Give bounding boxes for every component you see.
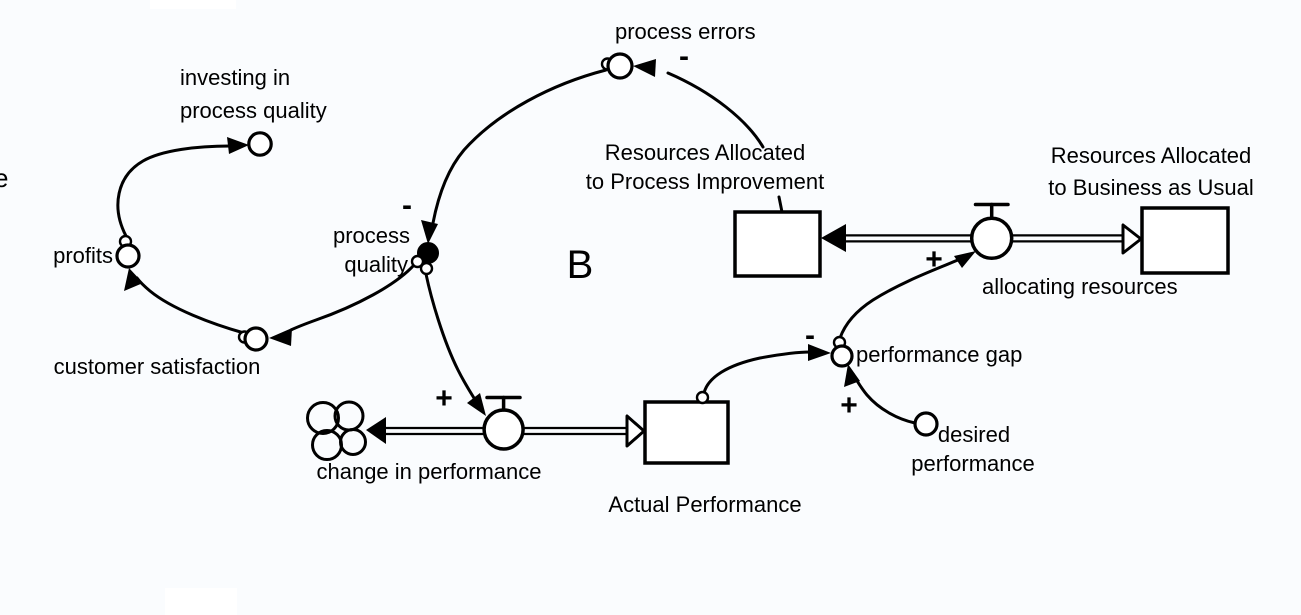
connector-res-improvement-to-process-errors[interactable] xyxy=(633,59,765,149)
arrowhead xyxy=(421,220,438,244)
aux-profits[interactable] xyxy=(115,243,141,269)
label-res-improvement-line1[interactable]: Resources Allocated xyxy=(605,140,806,165)
connector-customer-satisfaction-to-profits[interactable] xyxy=(124,268,246,335)
connector-process-errors-to-process-quality[interactable] xyxy=(421,68,608,244)
label-desired-performance-line2[interactable]: performance xyxy=(911,451,1035,476)
stock-resources-process-improvement[interactable] xyxy=(733,210,822,278)
arrowhead xyxy=(954,251,976,268)
connector-process-quality-to-change-in-performance[interactable] xyxy=(424,272,486,416)
polarity-sign-change-in-performance: + xyxy=(435,382,453,415)
connector-process-quality-to-customer-satisfaction[interactable] xyxy=(269,263,416,346)
connector-curve[interactable] xyxy=(666,71,765,149)
label-process-quality-line2[interactable]: quality xyxy=(344,252,408,277)
label-allocating-resources[interactable]: allocating resources xyxy=(982,274,1178,299)
flow-arrowhead-filled xyxy=(366,417,386,444)
label-res-bau-line2[interactable]: to Business as Usual xyxy=(1048,175,1253,200)
aux-desired-performance[interactable] xyxy=(913,411,939,437)
arrowhead xyxy=(633,59,656,77)
label-profits[interactable]: profits xyxy=(53,243,113,268)
label-desired-performance-line1[interactable]: desired xyxy=(938,422,1010,447)
flow-arrowhead-filled xyxy=(821,224,846,252)
white-artifact-bottom xyxy=(165,588,237,615)
valve-icon[interactable] xyxy=(482,408,525,451)
label-process-errors[interactable]: process errors xyxy=(615,19,756,44)
flow-arrowhead-hollow xyxy=(1121,223,1143,255)
connector-curve[interactable] xyxy=(431,68,608,225)
label-customer-satisfaction[interactable]: customer satisfaction xyxy=(54,354,261,379)
polarity-sign-desired-performance: + xyxy=(840,389,858,422)
takeoff-circle xyxy=(410,254,425,269)
connector-desired-performance-to-performance-gap[interactable] xyxy=(844,364,917,425)
arrowhead xyxy=(808,344,831,361)
arrowhead xyxy=(227,137,249,154)
connector-curve[interactable] xyxy=(838,257,962,340)
arrowhead xyxy=(124,268,143,291)
connector-curve[interactable] xyxy=(116,144,232,238)
flow-allocating-resources[interactable] xyxy=(821,202,1124,261)
connector-performance-gap-to-allocating-resources[interactable] xyxy=(838,251,976,340)
aux-investing-in-process-quality[interactable] xyxy=(247,131,273,157)
label-res-bau-line1[interactable]: Resources Allocated xyxy=(1051,143,1252,168)
connector-actual-performance-to-performance-gap[interactable] xyxy=(702,344,831,395)
stock-label-anchor xyxy=(777,195,784,214)
connector-curve[interactable] xyxy=(289,263,416,332)
takeoff-circle xyxy=(695,390,710,405)
connector-profits-to-investing[interactable] xyxy=(116,137,249,238)
label-investing-line2[interactable]: process quality xyxy=(180,98,327,123)
clipped-text-fragment: e xyxy=(0,163,8,193)
white-artifact-top xyxy=(150,0,236,9)
polarity-sign-performance-gap: - xyxy=(805,319,815,352)
cloud-icon[interactable] xyxy=(306,400,367,461)
aux-process-errors[interactable] xyxy=(606,52,634,80)
label-res-improvement-line2[interactable]: to Process Improvement xyxy=(586,169,824,194)
label-change-in-performance[interactable]: change in performance xyxy=(316,459,541,484)
aux-customer-satisfaction[interactable] xyxy=(243,326,269,352)
loop-label-b: B xyxy=(567,243,594,287)
label-performance-gap[interactable]: performance gap xyxy=(856,342,1022,367)
polarity-sign-process-quality: - xyxy=(402,189,412,222)
takeoff-circle xyxy=(419,261,434,276)
label-actual-performance[interactable]: Actual Performance xyxy=(608,492,801,517)
flow-change-in-performance[interactable] xyxy=(306,395,629,461)
stock-actual-performance[interactable] xyxy=(643,400,730,465)
arrowhead xyxy=(467,393,486,416)
polarity-sign-process-errors: - xyxy=(679,40,689,73)
connector-curve[interactable] xyxy=(851,372,917,425)
aux-performance-gap[interactable] xyxy=(830,344,854,368)
stock-resources-business-as-usual[interactable] xyxy=(1140,206,1230,275)
connector-curve[interactable] xyxy=(424,272,476,400)
connector-curve[interactable] xyxy=(702,350,812,395)
connector-curve[interactable] xyxy=(135,276,246,335)
polarity-sign-allocating-resources: + xyxy=(925,243,943,276)
valve-icon[interactable] xyxy=(969,216,1014,261)
arrowhead xyxy=(269,328,292,346)
arrowhead xyxy=(844,364,860,387)
label-investing-line1[interactable]: investing in xyxy=(180,65,290,90)
flow-arrowhead-hollow xyxy=(625,414,646,448)
label-process-quality-line1[interactable]: process xyxy=(333,223,410,248)
